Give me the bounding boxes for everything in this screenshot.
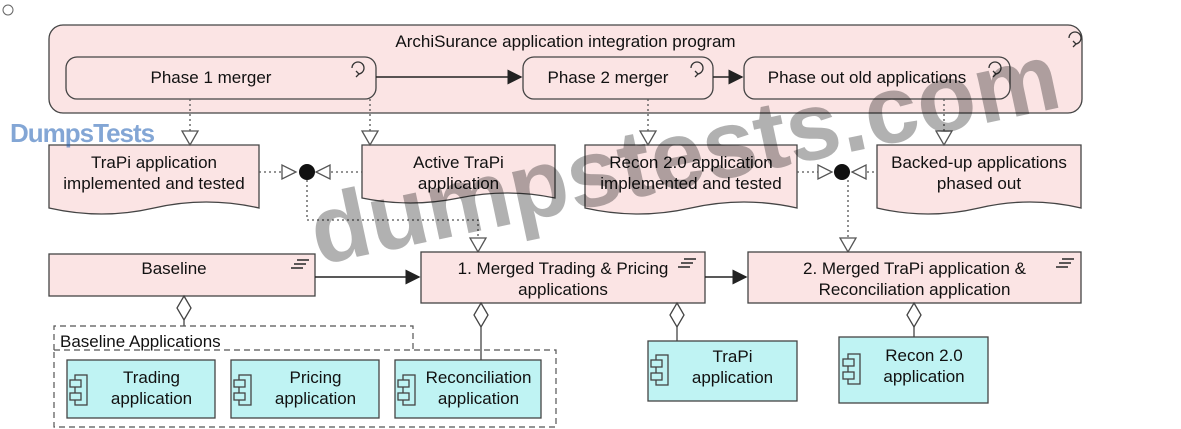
plateau-merged2 [747, 251, 1082, 304]
plateau-merged1 [420, 251, 706, 304]
trading-component-icon [69, 374, 88, 406]
aggregation-merged2-recon [906, 301, 922, 337]
baseline-plateau-icon [291, 259, 309, 269]
baseline-applications-label: Baseline Applications [60, 332, 221, 351]
component-trading [66, 359, 216, 419]
component-pricing [230, 359, 380, 419]
phase1-process-icon [351, 61, 365, 78]
phase-out-label: Phase out old applications [767, 68, 967, 87]
recon2-component-icon [842, 353, 861, 385]
realization-phase1-trapi [180, 99, 200, 147]
merged1-plateau-icon [678, 258, 696, 268]
phase1-label: Phase 1 merger [150, 68, 272, 87]
phase2-process-icon [690, 61, 704, 78]
phase1-work-package [65, 56, 377, 100]
plateau-baseline [48, 253, 316, 297]
component-trapi [647, 340, 798, 402]
watermark-dumpstests: DumpsTests [10, 118, 155, 148]
corner-circle-icon [2, 4, 14, 16]
realization-phase1-active [360, 99, 380, 147]
program-process-icon [1068, 31, 1082, 48]
phase2-label: Phase 2 merger [547, 68, 669, 87]
deliverable-trapi-impl [48, 144, 260, 215]
phase2-work-package [522, 56, 714, 100]
plateau-baseline-label: Baseline [141, 259, 207, 278]
realization-phaseout-backed [934, 99, 954, 147]
junction-right [797, 163, 877, 254]
phase-out-work-package [743, 56, 1011, 100]
deliverable-active-trapi [361, 144, 556, 204]
component-recon2 [838, 336, 989, 404]
trapi-component-icon [650, 354, 669, 386]
component-reconciliation [394, 359, 542, 419]
junction-left [259, 163, 488, 254]
deliverable-recon-impl [584, 144, 798, 215]
realization-phase2-recon [638, 99, 658, 147]
aggregation-merged1 [473, 301, 489, 360]
plateau-merged2-label: 2. Merged TraPi application &Reconciliat… [802, 259, 1026, 299]
aggregation-baseline [176, 294, 192, 326]
phase-out-process-icon [988, 61, 1002, 78]
reconciliation-component-icon [397, 374, 416, 406]
program-title: ArchiSurance application integration pro… [395, 32, 736, 51]
aggregation-merged2-trapi [669, 301, 685, 341]
pricing-component-icon [233, 374, 252, 406]
merged2-plateau-icon [1056, 258, 1074, 268]
deliverable-backed-up [876, 144, 1082, 215]
baseline-applications-group [53, 325, 557, 428]
